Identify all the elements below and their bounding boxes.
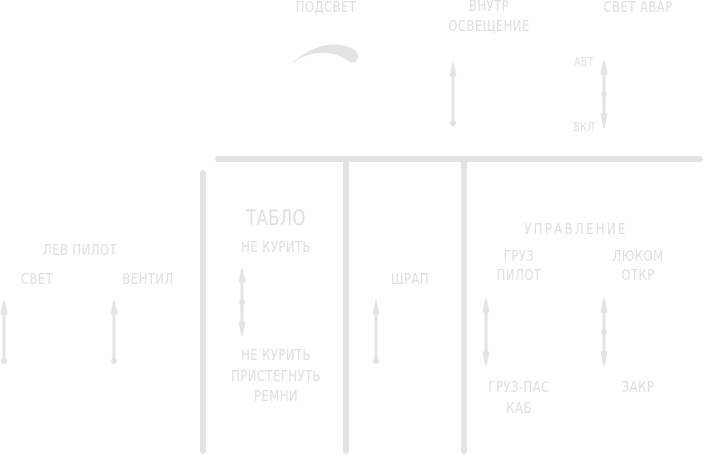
hatch-up-label-1: ЛЮКОМ: [612, 247, 664, 265]
cargo-up-label-1: ГРУЗ: [503, 247, 535, 265]
control-title: УПРАВЛЕНИЕ: [524, 220, 628, 238]
signs-up-label: НЕ КУРИТЬ: [241, 238, 311, 256]
signs-down-label-1: НЕ КУРИТЬ: [241, 346, 311, 364]
backlight-rheostat-knob[interactable]: [292, 44, 359, 63]
hatch-control-toggle[interactable]: [600, 297, 608, 367]
cargo-down-label-2: КАБ: [506, 399, 532, 417]
emergency-light-toggle[interactable]: [600, 59, 608, 129]
shrap-label: ШРАП: [391, 270, 429, 288]
left-pilot-light-label: СВЕТ: [20, 270, 54, 288]
emergency-light-label: СВЕТ АВАР: [603, 0, 673, 16]
left-pilot-light-toggle[interactable]: [0, 299, 8, 364]
left-pilot-fan-toggle[interactable]: [110, 299, 118, 364]
hatch-down-label: ЗАКР: [621, 378, 655, 396]
emergency-auto-label: АВТ: [574, 55, 594, 69]
interior-light-toggle[interactable]: [449, 61, 457, 126]
left-pilot-fan-label: ВЕНТИЛ: [122, 270, 174, 288]
left-pilot-title: ЛЕВ ПИЛОТ: [42, 241, 118, 259]
cargo-control-toggle[interactable]: [482, 297, 490, 367]
signs-toggle[interactable]: [238, 267, 246, 337]
emergency-on-label: ВКЛ: [573, 120, 595, 134]
interior-label-line2: ОСВЕЩЕНИЕ: [448, 17, 530, 35]
signs-title: ТАБЛО: [246, 206, 306, 230]
hatch-up-label-2: ОТКР: [621, 266, 655, 284]
interior-label-line1: ВНУТР: [468, 0, 510, 15]
cargo-up-label-2: ПИЛОТ: [496, 266, 542, 284]
shrap-toggle[interactable]: [372, 299, 380, 364]
signs-down-label-3: РЕМНИ: [253, 387, 299, 405]
signs-down-label-2: ПРИСТЕГНУТЬ: [231, 367, 321, 385]
backlight-label: ПОДСВЕТ: [295, 0, 357, 16]
cargo-down-label-1: ГРУЗ-ПАС: [488, 378, 550, 396]
